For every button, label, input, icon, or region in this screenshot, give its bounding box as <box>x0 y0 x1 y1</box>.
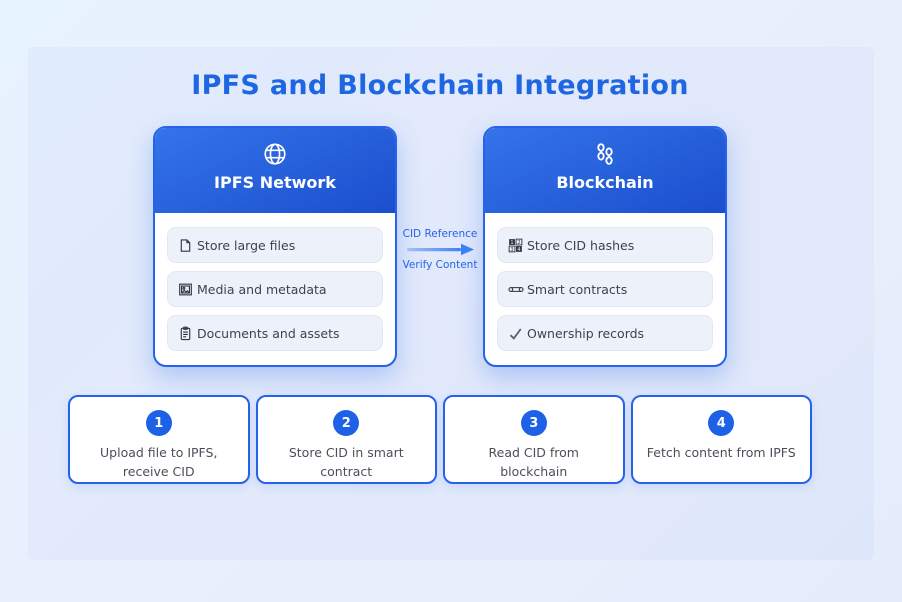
scroll-icon <box>508 282 524 297</box>
ipfs-item-media-metadata: Media and metadata <box>167 271 383 307</box>
step-number-badge: 2 <box>333 410 360 436</box>
page-title: IPFS and Blockchain Integration <box>191 70 689 101</box>
ipfs-card-title: IPFS Network <box>214 173 336 192</box>
connector-top-label: CID Reference <box>402 228 478 240</box>
image-icon <box>178 282 193 297</box>
numbers-icon: 1 2 3 4 <box>508 238 523 253</box>
blockchain-item-ownership-records: Ownership records <box>497 315 713 351</box>
ipfs-card-header: IPFS Network <box>155 128 395 213</box>
feature-label: Smart contracts <box>527 281 628 297</box>
ipfs-item-documents-assets: Documents and assets <box>167 315 383 351</box>
blockchain-card-header: Blockchain <box>485 128 725 213</box>
check-icon <box>508 326 523 341</box>
step-card-2: 2 Store CID in smart contract <box>255 395 437 484</box>
feature-label: Media and metadata <box>197 281 327 297</box>
step-number-badge: 4 <box>708 410 735 436</box>
steps-row: 1 Upload file to IPFS, receive CID 2 Sto… <box>68 395 812 484</box>
blockchain-card-body: 1 2 3 4 Store CID hashes <box>485 213 725 351</box>
feature-label: Store CID hashes <box>527 237 635 253</box>
blockchain-item-cid-hashes: 1 2 3 4 Store CID hashes <box>497 227 713 263</box>
feature-label: Store large files <box>197 237 296 253</box>
svg-text:1: 1 <box>510 239 513 245</box>
step-number-badge: 3 <box>520 410 547 436</box>
globe-icon <box>262 141 288 167</box>
clipboard-icon <box>178 326 193 341</box>
file-icon <box>178 238 193 253</box>
flow-row: IPFS Network Store large files <box>0 126 880 367</box>
step-card-1: 1 Upload file to IPFS, receive CID <box>68 395 250 484</box>
blockchain-card-title: Blockchain <box>556 173 654 192</box>
feature-label: Documents and assets <box>197 325 340 341</box>
connector-bottom-label: Verify Content <box>402 259 478 271</box>
blockchain-card: Blockchain 1 2 3 4 <box>483 126 727 367</box>
step-card-3: 3 Read CID from blockchain <box>443 395 625 484</box>
diagram-content: IPFS and Blockchain Integration IPFS Net… <box>0 70 880 484</box>
ipfs-network-card: IPFS Network Store large files <box>153 126 397 367</box>
step-label: Upload file to IPFS, receive CID <box>100 445 218 479</box>
svg-text:2: 2 <box>517 239 520 245</box>
svg-text:3: 3 <box>510 246 513 252</box>
step-label: Store CID in smart contract <box>288 445 404 479</box>
svg-text:4: 4 <box>517 246 520 252</box>
chain-icon <box>592 141 618 167</box>
connector: CID Reference Verify Content <box>397 228 483 271</box>
feature-label: Ownership records <box>527 325 645 341</box>
step-card-4: 4 Fetch content from IPFS <box>630 395 812 484</box>
ipfs-item-store-large-files: Store large files <box>167 227 383 263</box>
arrow-right-icon <box>405 240 475 259</box>
step-label: Read CID from blockchain <box>488 445 580 479</box>
step-number-badge: 1 <box>145 410 172 436</box>
step-label: Fetch content from IPFS <box>646 445 796 460</box>
blockchain-item-smart-contracts: Smart contracts <box>497 271 713 307</box>
ipfs-card-body: Store large files Media and metadata <box>155 213 395 351</box>
